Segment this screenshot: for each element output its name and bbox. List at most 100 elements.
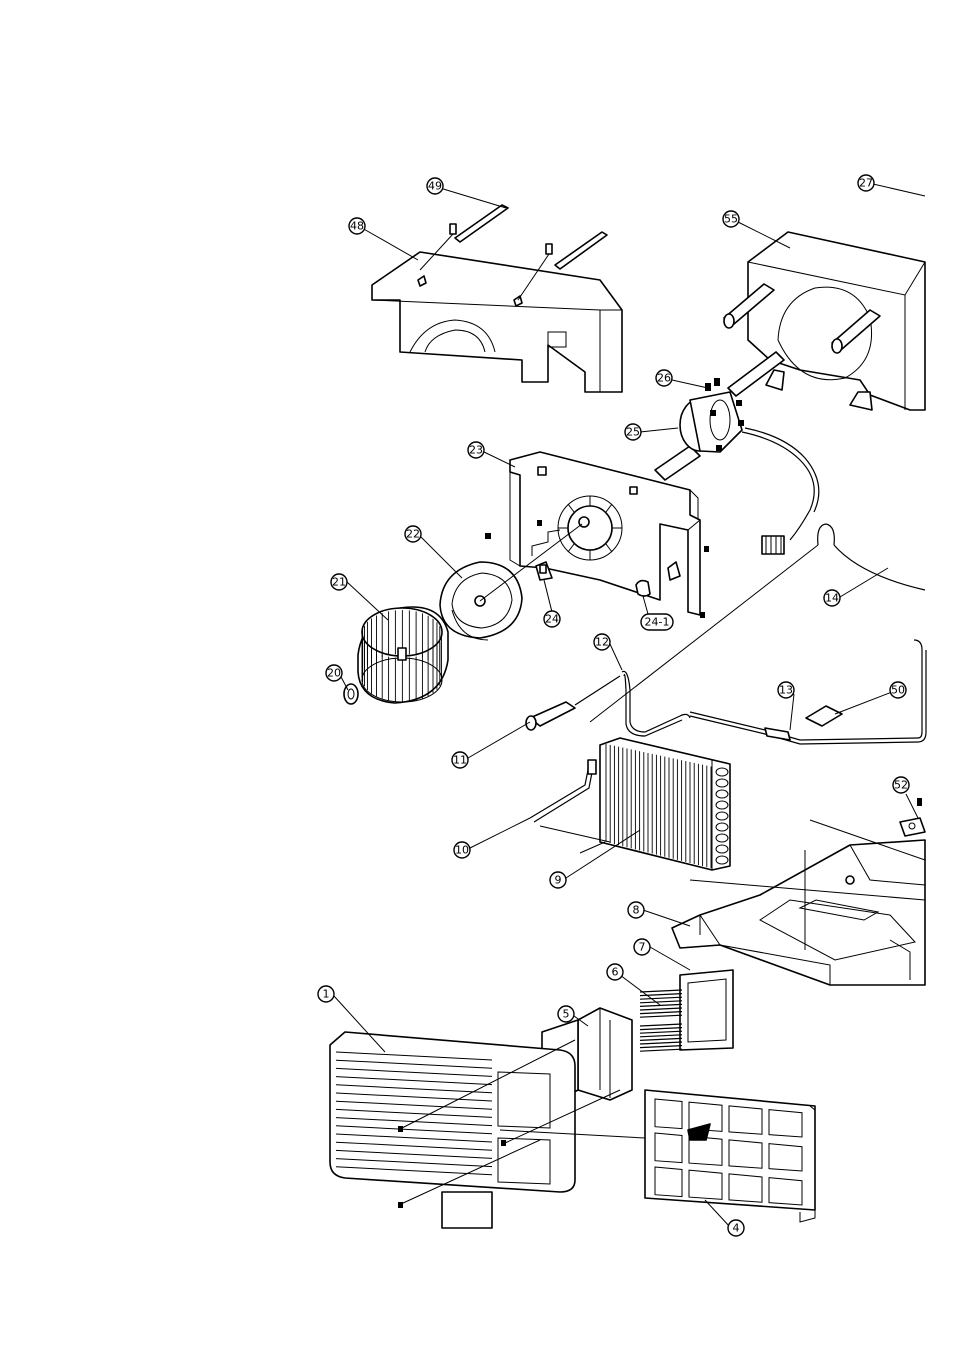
callout-label: 12: [595, 636, 609, 649]
callout-23: 23: [467, 441, 485, 459]
part-52-bracket: [899, 798, 926, 837]
grille-slat: [335, 1092, 493, 1102]
callout-9: 9: [549, 871, 567, 889]
grille-slat: [335, 1125, 493, 1135]
filter-grid: [654, 1098, 803, 1206]
callout-label: 25: [626, 426, 640, 439]
grille-slat: [335, 1133, 493, 1143]
louver-blade: [639, 1007, 683, 1011]
grille-slats: [335, 1051, 493, 1176]
callout-label: 24-1: [645, 616, 670, 629]
bracket-vents: [558, 496, 622, 560]
grille-slat: [335, 1158, 493, 1168]
grille-slat: [335, 1076, 493, 1086]
return-bend: [715, 789, 729, 799]
coil-fins: [605, 744, 712, 869]
filter-cell: [654, 1132, 683, 1164]
callout-14: 14: [823, 589, 841, 607]
callout-label: 1: [323, 988, 330, 1001]
callout-label: 8: [633, 904, 640, 917]
callout-26: 26: [655, 369, 673, 387]
callout-label: 20: [327, 667, 341, 680]
callout-label: 48: [350, 220, 364, 233]
callout-label: 50: [891, 684, 905, 697]
return-bend: [715, 833, 729, 843]
leader-lines: [333, 183, 926, 1228]
callout-label: 27: [859, 177, 873, 190]
callout-label: 4: [733, 1222, 740, 1235]
louver-blade: [639, 1030, 683, 1034]
part-10-drain-tube: [529, 759, 611, 843]
louver-blade: [639, 1023, 683, 1027]
filter-cell: [688, 1169, 723, 1200]
part-22-shroud-ring: [439, 523, 583, 641]
grille-slat: [335, 1166, 493, 1176]
grille-slat: [335, 1051, 493, 1061]
louver-blade: [639, 1000, 683, 1004]
callout-48: 48: [348, 217, 366, 235]
louver-blade: [639, 1034, 683, 1038]
grille-slat: [335, 1067, 493, 1077]
part-1-front-grille: [329, 1031, 576, 1229]
callout-8: 8: [627, 901, 645, 919]
callout-label: 10: [455, 844, 469, 857]
callout-24-1: 24-1: [640, 613, 674, 631]
callout-label: 21: [332, 576, 346, 589]
part-24-1-grommet: [635, 579, 651, 597]
part-6-louver-assembly: [639, 989, 683, 1052]
callout-label: 49: [428, 180, 442, 193]
filter-cell: [654, 1166, 683, 1198]
callout-label: 11: [453, 754, 467, 767]
return-bend: [715, 811, 729, 821]
return-bend: [715, 844, 729, 854]
callout-55: 55: [722, 210, 740, 228]
part-21-blower-wheel: [357, 606, 449, 704]
return-bend: [715, 800, 729, 810]
callout-label: 26: [657, 372, 671, 385]
housing-tube-left: [723, 283, 775, 329]
part-24-clip: [535, 561, 553, 581]
louver-blade: [639, 1048, 683, 1052]
filter-cell: [768, 1109, 803, 1138]
callout-21: 21: [330, 573, 348, 591]
filter-cell: [688, 1135, 723, 1166]
callout-6: 6: [606, 963, 624, 981]
filter-cell: [728, 1139, 763, 1169]
grille-slat: [335, 1149, 493, 1159]
wheel-blades: [361, 610, 442, 702]
filter-cell: [768, 1177, 803, 1206]
part-48-insulation-block: [371, 251, 623, 393]
callout-22: 22: [404, 525, 422, 543]
part-11-valve-fitting: [525, 675, 621, 731]
part-8-base-pan: [671, 839, 926, 986]
callout-1: 1: [317, 985, 335, 1003]
part-50-pad: [805, 705, 843, 727]
part-12-capillary-tube: [621, 670, 691, 737]
callout-7: 7: [633, 938, 651, 956]
grille-slat: [335, 1141, 493, 1151]
callout-27: 27: [857, 174, 875, 192]
part-4-air-filter: [644, 1089, 816, 1223]
callout-50: 50: [889, 681, 907, 699]
callout-label: 7: [639, 941, 646, 954]
callout-4: 4: [727, 1219, 745, 1237]
grille-slat: [335, 1084, 493, 1094]
callout-11: 11: [451, 751, 469, 769]
callout-label: 52: [894, 779, 908, 792]
callout-49: 49: [426, 177, 444, 195]
motor-wire-connector: [761, 535, 785, 555]
callout-10: 10: [453, 841, 471, 859]
callout-label: 13: [779, 684, 793, 697]
part-14-sensor: [589, 523, 926, 723]
louver-blade: [639, 1045, 683, 1049]
callout-label: 5: [563, 1008, 570, 1021]
filter-cell: [688, 1101, 723, 1132]
filter-cell: [654, 1098, 683, 1130]
filter-cell: [728, 1105, 763, 1135]
louver-blade: [639, 1011, 683, 1015]
callout-label: 24: [545, 613, 559, 626]
part-25-fan-motor: [654, 351, 820, 555]
grille-slat: [335, 1059, 493, 1069]
part-7-filter-frame: [679, 969, 734, 1051]
